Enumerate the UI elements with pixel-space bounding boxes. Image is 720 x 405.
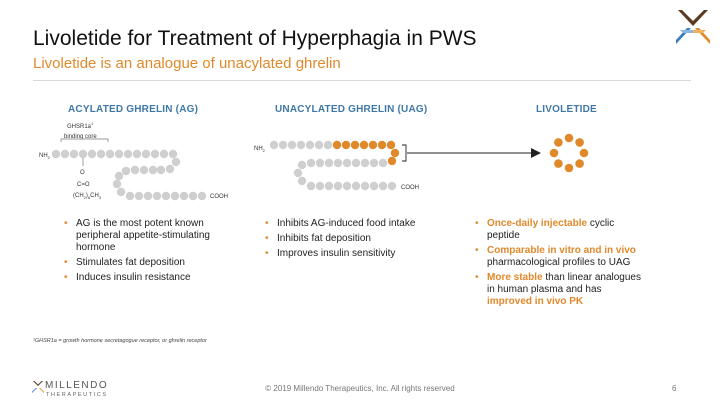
uag-bead-curve [293,158,388,186]
list-item: Induces insulin resistance [64,272,224,284]
title-divider [33,80,691,81]
uag-bead-row-bottom [306,181,397,191]
ag-chain-label: (CH2)6CH3 [73,193,102,200]
page-title: Livoletide for Treatment of Hyperphagia … [33,27,477,50]
transform-arrow-icon [407,148,541,158]
livoletide-bullet-list: Once-daily injectable cyclic peptide Com… [475,218,645,311]
uag-cooh: COOH [401,185,419,191]
uag-bead-row-top-orange [332,140,400,166]
livoletide-heading: LIVOLETIDE [536,104,597,115]
ag-binding-label2: binding core [64,134,97,140]
ag-binding-bracket [60,138,109,142]
list-item: More stable than linear analogues in hum… [475,272,645,308]
uag-bead-row-top-gray [269,140,333,150]
uag-bullet-list: Inhibits AG-induced food intake Inhibits… [265,218,440,263]
ag-cooh: COOH [210,194,228,200]
ag-o-label: O [80,170,85,176]
list-item: Comparable in vitro and in vivo pharmaco… [475,245,645,269]
list-item: Improves insulin sensitivity [265,248,440,260]
ag-co-label: C=O [77,182,90,188]
livoletide-cyclic-peptide [549,133,589,173]
ag-peptide-diagram: GHSR1a1 binding core NH2 COOH O C=O (CH2… [39,121,228,201]
list-item: Inhibits AG-induced food intake [265,218,440,230]
ag-bullet-list: AG is the most potent known peripheral a… [64,218,224,287]
list-item: Once-daily injectable cyclic peptide [475,218,645,242]
ag-binding-label: GHSR1a1 [67,121,94,130]
list-item: Stimulates fat deposition [64,257,224,269]
logo-subtext: THERAPEUTICS [46,392,108,398]
ag-nh2: NH2 [39,153,51,160]
uag-bracket [402,144,407,162]
ag-bead-row-top [51,149,178,159]
uag-nh2: NH2 [254,146,266,153]
page-subtitle: Livoletide is an analogue of unacylated … [33,55,341,72]
list-item: AG is the most potent known peripheral a… [64,218,224,254]
ag-bead-row-bottom [125,191,207,201]
uag-heading: UNACYLATED GHRELIN (UAG) [275,104,428,115]
millendo-logo-icon [32,381,44,393]
ag-heading: ACYLATED GHRELIN (AG) [68,104,199,115]
copyright-text: © 2019 Millendo Therapeutics, Inc. All r… [265,384,455,393]
page-number: 6 [672,384,677,393]
uag-peptide-diagram: NH2 COOH [254,140,419,191]
logo-wordmark: MILLENDO [45,380,109,391]
list-item: Inhibits fat deposition [265,233,440,245]
footnote: ¹GHSR1a = growth hormone secretagogue re… [33,338,207,344]
ag-bead-curve [112,157,181,197]
millendo-mark-icon [676,10,710,44]
